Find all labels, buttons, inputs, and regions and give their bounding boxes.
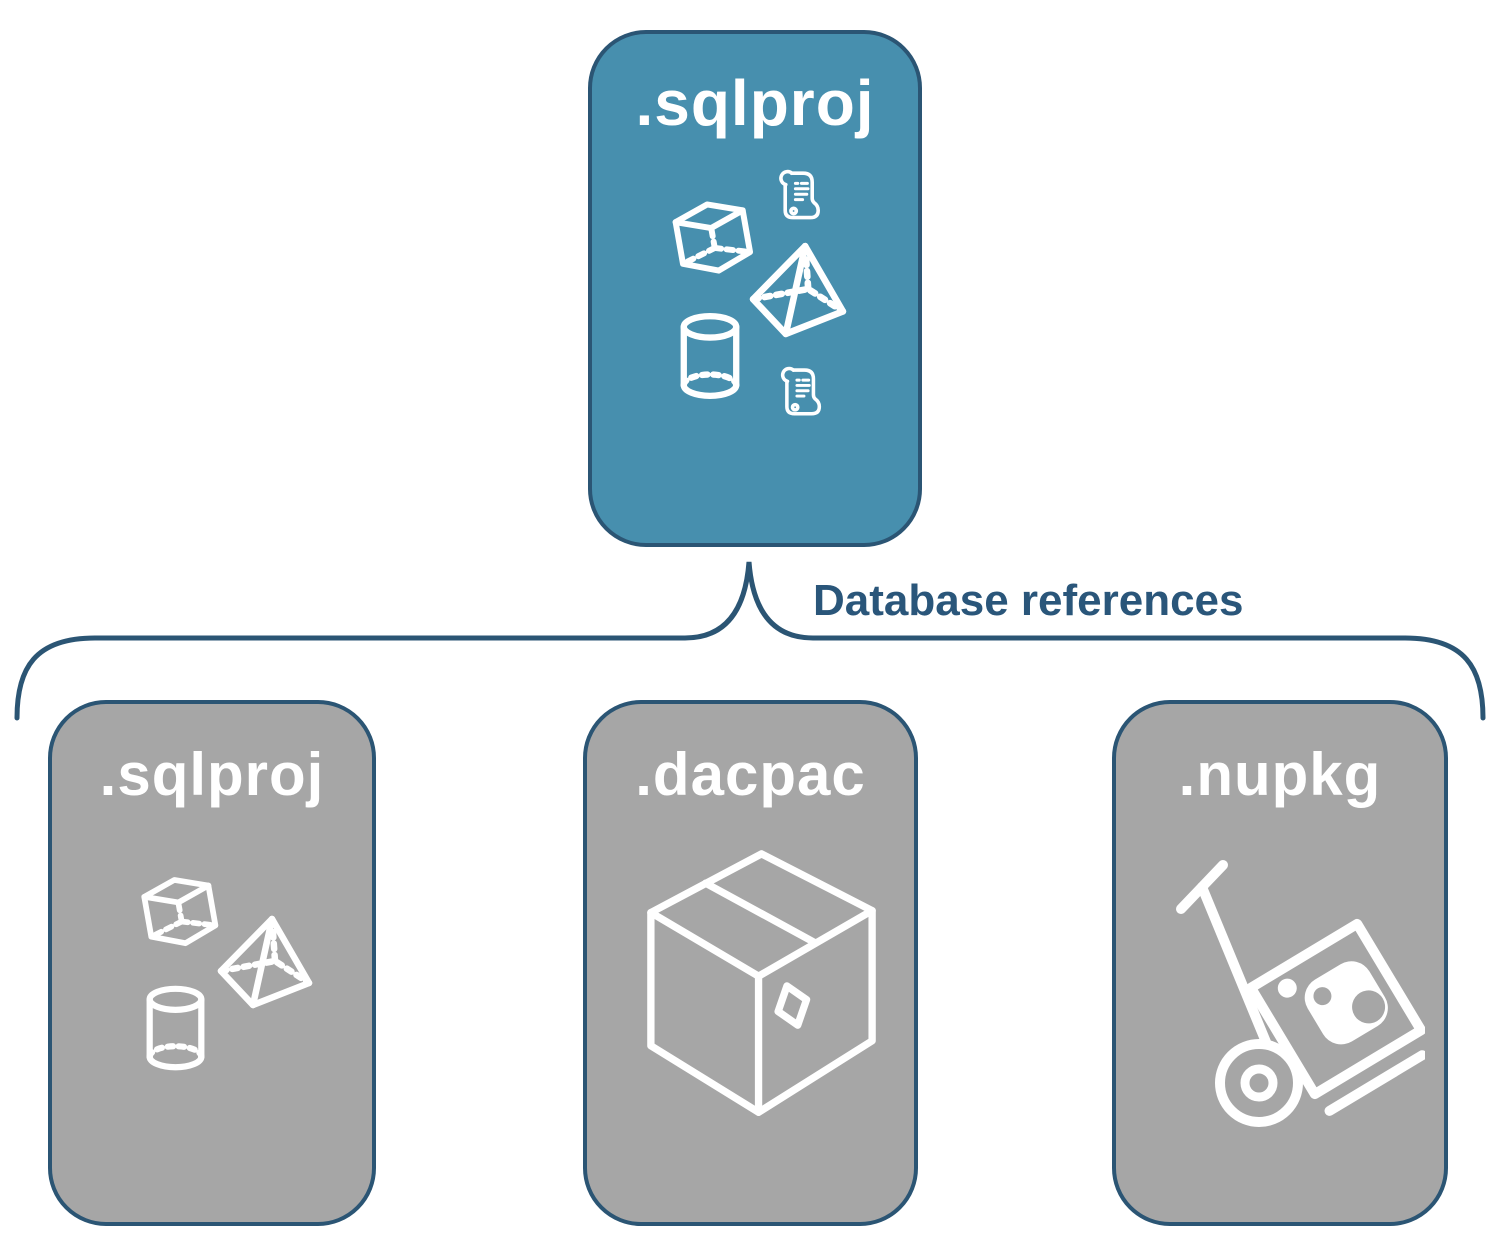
pyramid-icon <box>213 912 317 1012</box>
cylinder-icon <box>676 312 744 402</box>
root-box-sqlproj: .sqlproj <box>588 30 922 547</box>
brace-connector <box>14 561 1486 721</box>
child-box-sqlproj: .sqlproj <box>48 700 376 1226</box>
child-box-nupkg: .nupkg <box>1112 700 1448 1226</box>
connector-label: Database references <box>813 576 1244 625</box>
cube-icon <box>136 868 224 956</box>
pyramid-icon <box>745 239 851 341</box>
child-box-label: .sqlproj <box>99 741 325 808</box>
root-box-label: .sqlproj <box>635 67 875 139</box>
child-box-label: .nupkg <box>1178 741 1382 808</box>
child-box-dacpac: .dacpac <box>583 700 918 1226</box>
child-box-label: .dacpac <box>635 741 866 808</box>
nuget-delivery-icon <box>1173 857 1425 1142</box>
scroll-icon <box>766 166 826 226</box>
scroll-icon <box>768 363 827 422</box>
package-icon <box>643 846 880 1125</box>
cylinder-icon <box>142 985 209 1073</box>
